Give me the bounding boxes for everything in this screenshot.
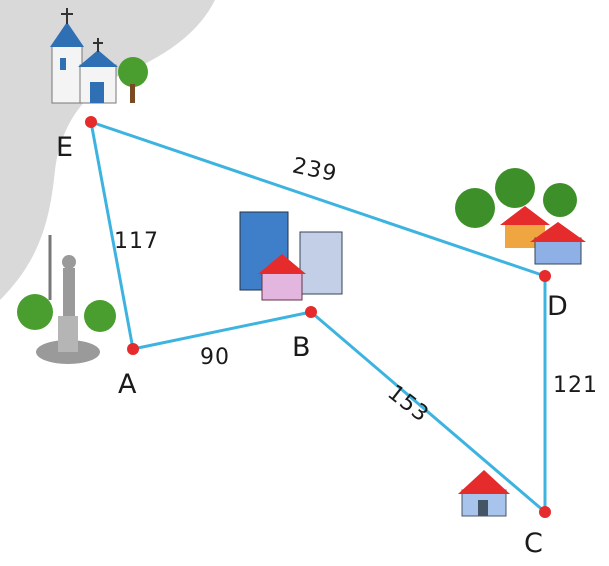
village-houses-icon: [455, 168, 586, 265]
node-label-C: C: [524, 528, 543, 559]
node-A: [127, 343, 139, 355]
node-label-B: B: [292, 332, 311, 363]
house-icon: [458, 470, 510, 517]
node-D: [539, 270, 551, 282]
node-C: [539, 506, 551, 518]
node-label-D: D: [547, 291, 568, 322]
background-shape: [0, 0, 215, 300]
edge-B-C: [309, 310, 547, 514]
node-label-A: A: [118, 369, 137, 400]
node-B: [305, 306, 317, 318]
distance-label-E-D: 239: [290, 153, 339, 187]
statue-icon: [17, 235, 116, 364]
church-icon: [50, 8, 148, 104]
distance-label-B-C: 153: [383, 380, 434, 427]
edge-E-D: [89, 120, 547, 278]
distance-label-D-C: 121: [553, 373, 598, 398]
nodes-group: [85, 116, 551, 518]
node-label-E: E: [56, 132, 73, 163]
distance-label-A-B: 90: [200, 345, 230, 370]
city-buildings-icon: [239, 211, 343, 301]
edges-group: [89, 120, 547, 514]
distance-label-E-A: 117: [114, 229, 159, 254]
edge-A-B: [131, 310, 313, 351]
node-E: [85, 116, 97, 128]
edge-E-A: [89, 120, 135, 351]
